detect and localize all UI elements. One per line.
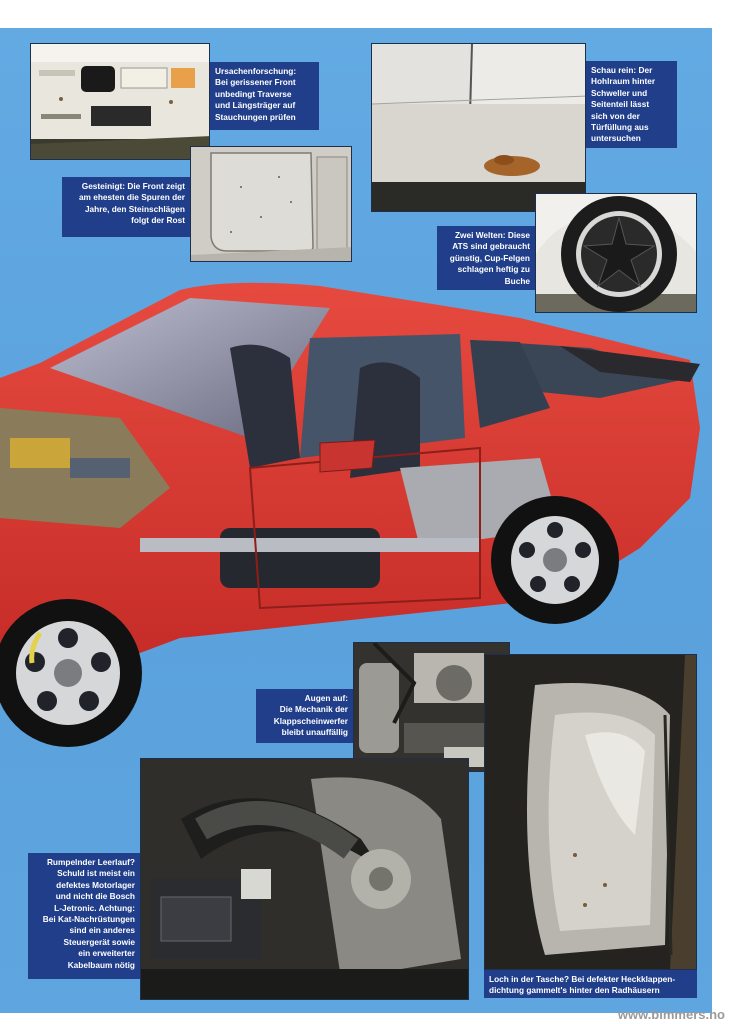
photo-sill-rust — [371, 43, 586, 212]
photo-front-bumper — [30, 43, 210, 160]
watermark: www.bimmers.no — [617, 1007, 725, 1022]
caption-pocket: Loch in der Tasche? Bei defekter Heckkla… — [484, 970, 697, 998]
photo-rear-wheelhouse — [484, 654, 697, 970]
caption-wheels: Zwei Welten: Diese ATS sind gebraucht gü… — [437, 226, 535, 290]
caption-sill: Schau rein: Der Hohlraum hinter Schwelle… — [586, 61, 677, 148]
caption-front-crack: Ursachenforschung: Bei gerissener Front … — [210, 62, 319, 130]
caption-idle: Rumpelnder Leerlauf? Schuld ist meist ei… — [28, 853, 140, 979]
caption-headlights: Augen auf: Die Mechanik der Klappscheinw… — [256, 689, 353, 743]
photo-front-panel — [190, 146, 352, 262]
photo-engine-intake — [140, 758, 469, 1000]
car-cutaway-illustration — [0, 268, 712, 760]
caption-front-stone: Gesteinigt: Die Front zeigt am ehesten d… — [62, 177, 190, 237]
photo-wheel — [535, 193, 697, 313]
